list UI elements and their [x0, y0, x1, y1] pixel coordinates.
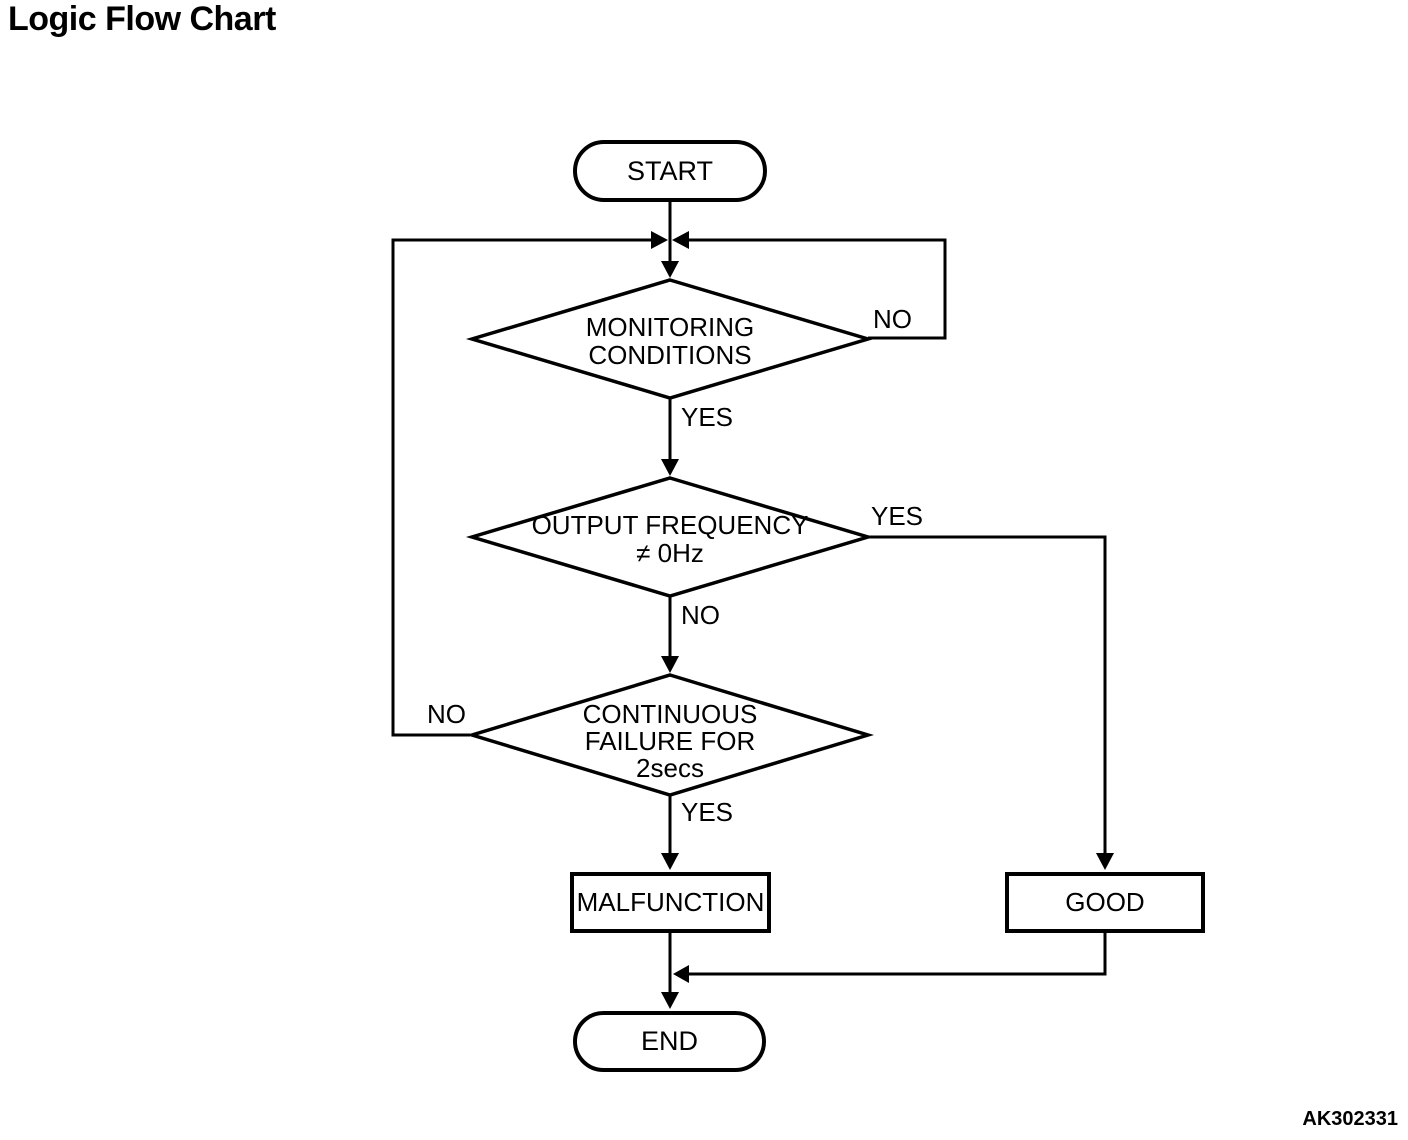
- arrowhead-into-end: [661, 992, 679, 1009]
- edge-label-monitoring-yes: YES: [681, 402, 734, 432]
- continuous-failure-line3: 2secs: [636, 753, 704, 783]
- figure-code: AK302331: [1302, 1108, 1398, 1130]
- node-end: END: [573, 1011, 766, 1072]
- arrowhead-good-into-merge: [673, 965, 689, 983]
- continuous-failure-line2: FAILURE FOR: [584, 726, 756, 756]
- edge-output-frequency-yes: [868, 535, 1107, 853]
- good-label: GOOD: [1065, 887, 1145, 917]
- output-frequency-line1: OUTPUT FREQUENCY: [531, 510, 809, 540]
- node-start: START: [573, 140, 767, 202]
- edge-good-to-merge: [689, 933, 1107, 976]
- continuous-failure-line1: CONTINUOUS: [582, 699, 758, 729]
- arrowhead-into-output-frequency: [661, 459, 679, 476]
- output-frequency-label: OUTPUT FREQUENCY ≠ 0Hz: [470, 511, 870, 567]
- continuous-failure-label: CONTINUOUS FAILURE FOR 2secs: [470, 701, 870, 782]
- page-title: Logic Flow Chart: [8, 0, 276, 38]
- edge-label-continuous-failure-yes: YES: [681, 797, 734, 827]
- arrowhead-into-good: [1096, 853, 1114, 870]
- node-malfunction: MALFUNCTION: [570, 872, 771, 933]
- edge-label-output-frequency-yes: YES: [871, 501, 924, 531]
- node-good: GOOD: [1005, 872, 1205, 933]
- arrowhead-into-continuous-failure: [661, 656, 679, 673]
- arrowhead-right-loop-into-junction: [672, 231, 689, 249]
- edge-label-output-frequency-no: NO: [681, 600, 720, 630]
- arrowhead-left-loop-into-junction: [651, 231, 668, 249]
- malfunction-label: MALFUNCTION: [576, 887, 765, 917]
- output-frequency-line2: ≠ 0Hz: [636, 538, 704, 568]
- edge-continuous-no-loop: [391, 238, 652, 737]
- monitoring-conditions-line1: MONITORING: [585, 312, 755, 342]
- edge-label-continuous-failure-no: NO: [427, 699, 466, 729]
- start-label: START: [626, 155, 713, 186]
- monitoring-conditions-line2: CONDITIONS: [588, 340, 752, 370]
- arrowhead-into-monitoring: [661, 261, 679, 278]
- arrowhead-into-malfunction: [661, 853, 679, 870]
- monitoring-conditions-label: MONITORING CONDITIONS: [470, 313, 870, 369]
- edge-monitoring-no-loop: [689, 238, 947, 340]
- edge-label-monitoring-no: NO: [873, 304, 912, 334]
- end-label: END: [640, 1026, 698, 1056]
